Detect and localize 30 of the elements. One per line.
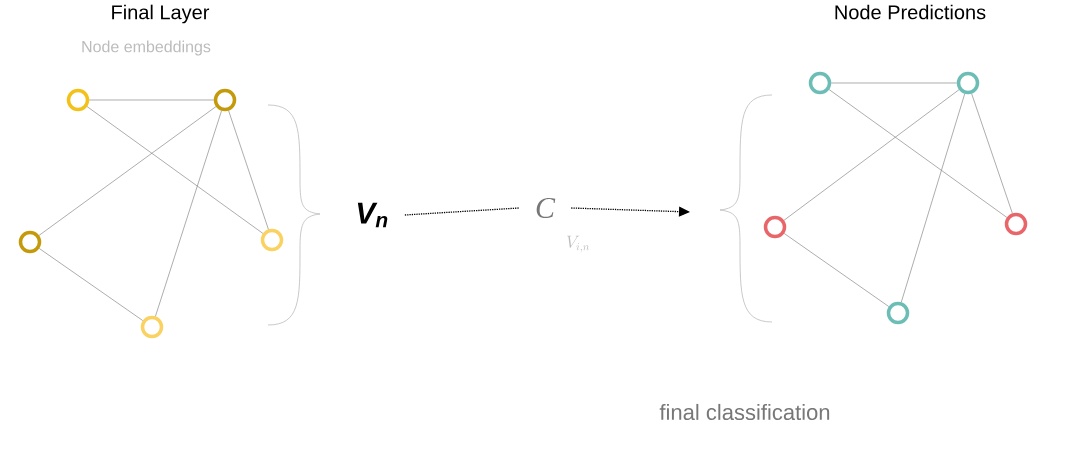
graph-edge xyxy=(900,93,966,303)
graph-edge xyxy=(38,106,217,236)
graph-node xyxy=(66,88,90,112)
graph-node xyxy=(808,71,832,95)
graph-node xyxy=(763,215,787,239)
heading: Final Layer xyxy=(112,4,210,24)
graph-edge xyxy=(783,233,890,307)
subscript-label: $V_{i, n}$ xyxy=(567,235,590,253)
graph-node xyxy=(260,228,284,252)
graph-edge xyxy=(88,99,215,101)
graph-edge xyxy=(155,110,222,317)
graph-edge xyxy=(971,93,1013,214)
graph-node xyxy=(140,315,164,339)
graph-edge xyxy=(38,248,144,321)
graph-edge xyxy=(783,89,960,221)
caption-text: final classification xyxy=(659,403,830,421)
graph-node xyxy=(213,88,237,112)
math-symbol: V$_{n}$ xyxy=(357,202,388,228)
graph-edge xyxy=(828,89,1008,218)
math-symbol: C xyxy=(536,197,556,219)
graph-node xyxy=(18,230,42,254)
graph-edge xyxy=(228,110,269,230)
graph-node xyxy=(1004,212,1028,236)
heading: Node Predictions xyxy=(835,4,986,20)
subheading: Node embeddings xyxy=(82,40,211,56)
graph-edge xyxy=(86,106,264,234)
graph-node xyxy=(956,71,980,95)
graph-node xyxy=(886,301,910,325)
arrow xyxy=(570,206,690,217)
graph-edge xyxy=(830,82,958,84)
